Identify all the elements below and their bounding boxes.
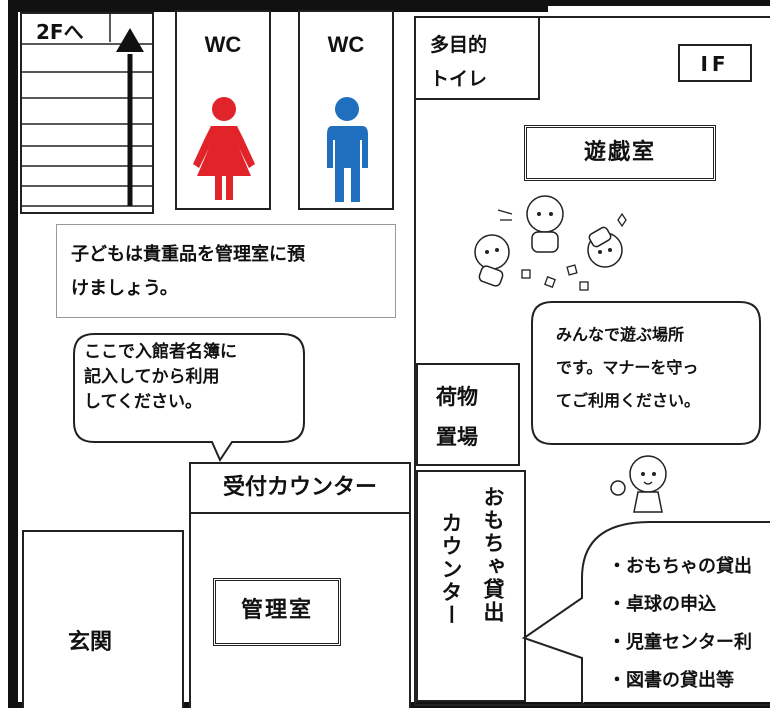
- services-bubble: ・おもちゃの貸出 ・卓球の申込 ・児童センター利 ・図書の貸出等: [608, 548, 770, 700]
- wc-female-label: WC: [204, 32, 242, 57]
- floor-indicator: IF: [678, 44, 752, 82]
- multipurpose-toilet: 多目的 トイレ: [414, 16, 540, 100]
- playroom-bubble-line2: です。マナーを守っ: [556, 358, 699, 377]
- valuables-notice-line2: けましょう。: [71, 278, 178, 299]
- luggage-area: 荷物 置場: [416, 363, 520, 466]
- multipurpose-toilet-line1: 多目的: [430, 34, 488, 56]
- playroom-bubble: みんなで遊ぶ場所 です。マナーを守っ てご利用ください。: [556, 318, 756, 417]
- male-icon: [327, 97, 368, 202]
- outer-wall-top-right: [540, 0, 770, 6]
- register-bubble: ここで入館者名簿に 記入してから利用 してください。: [84, 340, 304, 415]
- wc-male: WC: [298, 10, 394, 210]
- wc-male-label: WC: [327, 32, 365, 57]
- entrance: 玄関: [22, 530, 184, 708]
- entrance-label: 玄関: [68, 630, 113, 655]
- register-line3: してください。: [84, 392, 202, 412]
- reception-label: 受付カウンター: [222, 475, 377, 500]
- luggage-line2: 置場: [436, 425, 478, 449]
- management-room: 管理室: [189, 512, 411, 708]
- register-bubble-shape: [73, 333, 305, 462]
- services-item-2: ・卓球の申込: [608, 594, 716, 615]
- outer-wall-top: [8, 0, 548, 12]
- stairs-steps: [22, 14, 152, 207]
- lending-counter-col1: カウンター: [439, 512, 463, 627]
- child-illustration: [610, 455, 667, 513]
- outer-wall-left: [8, 0, 18, 708]
- reception-counter: 受付カウンター: [189, 462, 411, 514]
- management-room-sign: 管理室: [213, 578, 341, 646]
- management-room-label: 管理室: [240, 598, 313, 623]
- lending-counter-col2: おもちゃ貸出: [481, 486, 505, 624]
- valuables-notice: 子どもは貴重品を管理室に預 けましょう。: [56, 224, 396, 318]
- playroom-area: [414, 16, 770, 706]
- services-item-1: ・おもちゃの貸出: [608, 556, 752, 577]
- register-line2: 記入してから利用: [84, 367, 220, 387]
- services-item-4: ・図書の貸出等: [608, 670, 734, 691]
- services-bubble-shape: [521, 521, 770, 704]
- multipurpose-toilet-line2: トイレ: [430, 68, 488, 90]
- playroom-bubble-line3: てご利用ください。: [556, 391, 701, 410]
- lending-counter: カウンター おもちゃ貸出: [416, 470, 526, 702]
- luggage-line1: 荷物: [436, 385, 478, 409]
- stairs: 2Fへ: [20, 12, 154, 214]
- wc-female: WC: [175, 10, 271, 210]
- female-icon: [193, 97, 255, 200]
- playroom-title: 遊戯室: [583, 140, 656, 165]
- playroom-title-box: 遊戯室: [524, 125, 716, 181]
- stairs-label: 2Fへ: [36, 20, 84, 44]
- playroom-bubble-line1: みんなで遊ぶ場所: [556, 325, 685, 344]
- arrow-up-icon: [116, 28, 144, 52]
- floor-label: IF: [700, 52, 730, 76]
- services-item-3: ・児童センター利: [608, 632, 752, 653]
- playroom-bubble-shape: [531, 301, 761, 445]
- children-playing-illustration: [474, 195, 627, 291]
- valuables-notice-line1: 子どもは貴重品を管理室に預: [71, 244, 305, 265]
- register-line1: ここで入館者名簿に: [84, 342, 237, 362]
